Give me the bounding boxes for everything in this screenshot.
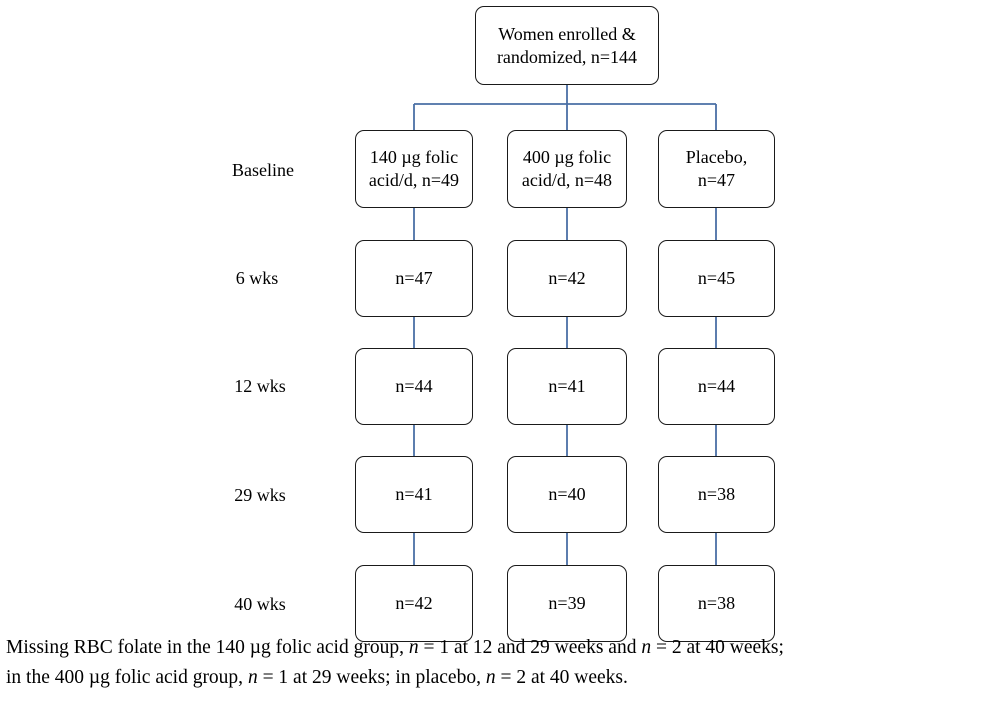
group1-baseline-line2: acid/d, n=49 (368, 170, 460, 190)
footnote-text: = 1 at 12 and 29 weeks and (418, 637, 642, 658)
footnote-n: n (641, 637, 652, 658)
group1-6wks-box: n=47 (355, 240, 473, 317)
group2-12wks-box: n=41 (507, 348, 627, 425)
group2-6wks-box: n=42 (507, 240, 627, 317)
group3-baseline-line2: n=47 (697, 170, 736, 190)
group3-40wks-box: n=38 (658, 565, 775, 642)
footnote-n: n (247, 667, 258, 688)
footnote-text: in the 400 µg folic acid group, (6, 667, 248, 688)
missing-data-footnote: Missing RBC folate in the 140 µg folic a… (6, 633, 784, 693)
footnote-text: = 2 at 40 weeks; (651, 637, 784, 658)
group2-baseline-box: 400 µg folic acid/d, n=48 (507, 130, 627, 208)
group2-40wks-box: n=39 (507, 565, 627, 642)
row-label-29wks: 29 wks (234, 485, 286, 505)
group3-29wks-box: n=38 (658, 456, 775, 533)
footnote-text: Missing RBC folate in the 140 µg folic a… (6, 637, 409, 658)
footnote-line1: Missing RBC folate in the 140 µg folic a… (6, 633, 784, 663)
enrollment-box: Women enrolled & randomized, n=144 (475, 6, 659, 85)
group3-baseline-box: Placebo, n=47 (658, 130, 775, 208)
footnote-line2: in the 400 µg folic acid group, n = 1 at… (6, 663, 784, 693)
footnote-n: n (408, 637, 419, 658)
connector-lines (413, 85, 717, 565)
group1-baseline-line1: 140 µg folic (369, 147, 459, 167)
group1-baseline-box: 140 µg folic acid/d, n=49 (355, 130, 473, 208)
footnote-n: n (485, 667, 496, 688)
footnote-text: = 2 at 40 weeks. (495, 667, 628, 688)
group2-baseline-line1: 400 µg folic (522, 147, 612, 167)
group3-12wks-box: n=44 (658, 348, 775, 425)
group3-baseline-line1: Placebo, (685, 147, 748, 167)
row-label-40wks: 40 wks (234, 594, 286, 614)
group1-12wks-box: n=44 (355, 348, 473, 425)
row-label-baseline: Baseline (232, 160, 294, 180)
row-label-6wks: 6 wks (235, 268, 279, 288)
group1-29wks-box: n=41 (355, 456, 473, 533)
group1-40wks-box: n=42 (355, 565, 473, 642)
enrollment-line2: randomized, n=144 (496, 46, 638, 67)
group3-6wks-box: n=45 (658, 240, 775, 317)
row-label-12wks: 12 wks (234, 376, 286, 396)
group2-29wks-box: n=40 (507, 456, 627, 533)
enrollment-line1: Women enrolled & (498, 23, 636, 44)
group2-baseline-line2: acid/d, n=48 (521, 170, 613, 190)
footnote-text: = 1 at 29 weeks; in placebo, (257, 667, 486, 688)
